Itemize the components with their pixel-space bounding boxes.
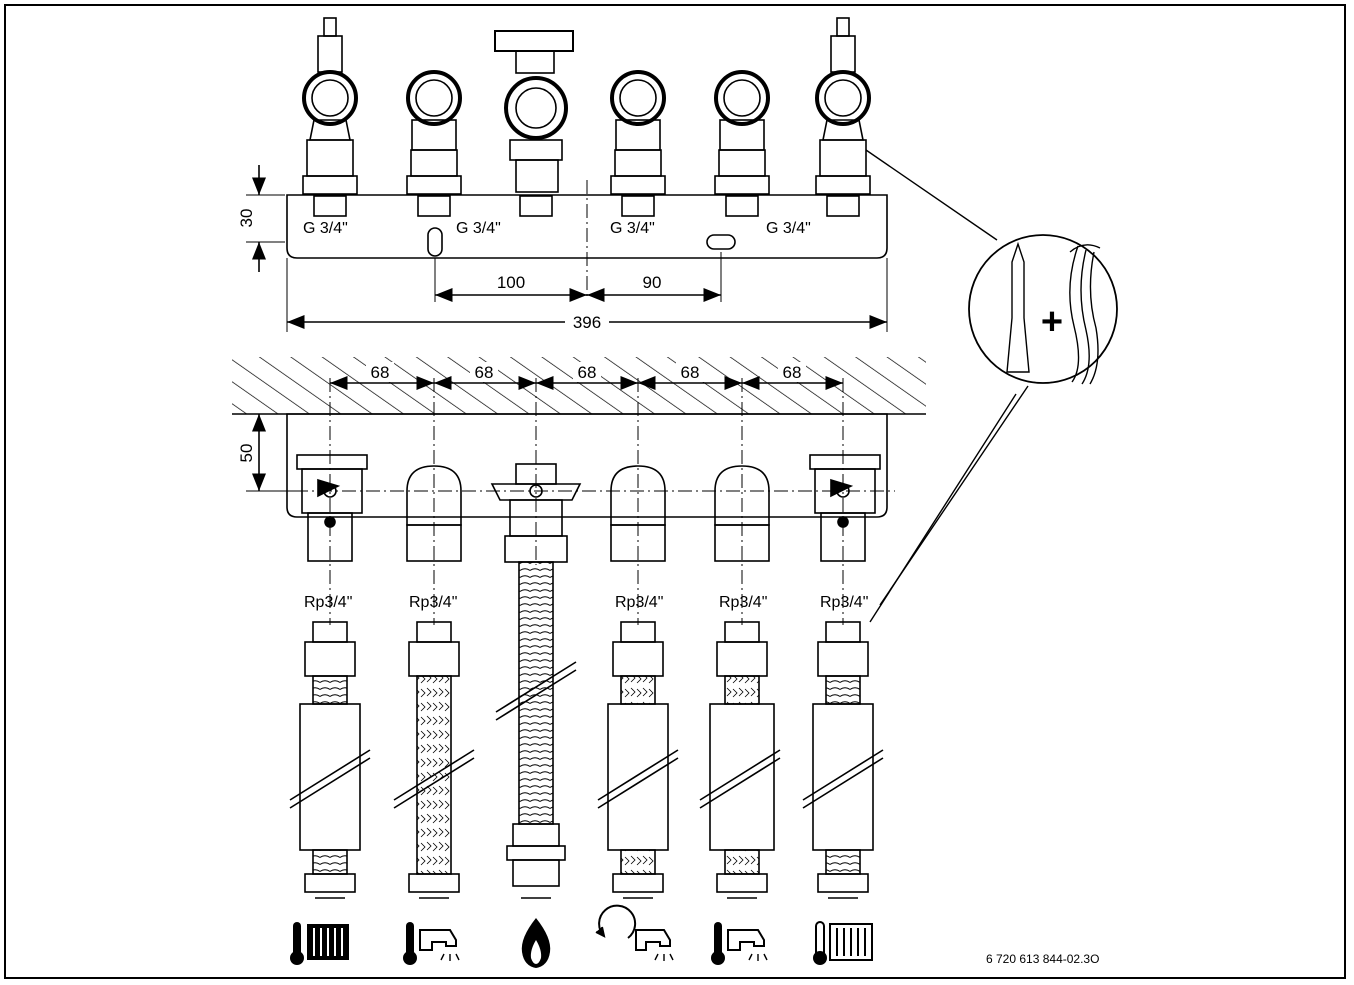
dim-height-top: 30 xyxy=(237,209,256,228)
mounting-plate-front xyxy=(286,413,888,518)
hose-3-gas xyxy=(495,561,577,899)
sealant-callout xyxy=(865,149,1118,623)
thread-label-bottom-5: Rp3/4" xyxy=(820,594,868,611)
hose-4 xyxy=(597,621,679,899)
slot-horizontal xyxy=(706,234,736,250)
thread-label-top-1: G 3/4" xyxy=(303,220,348,237)
cap-4 xyxy=(610,465,666,562)
valve-heating-return xyxy=(809,454,881,562)
thread-label-bottom-2: Rp3/4" xyxy=(409,594,457,611)
front-view xyxy=(246,375,895,899)
fitting-2 xyxy=(406,70,462,217)
mounting-plate-top xyxy=(286,194,888,259)
fitting-6 xyxy=(815,17,871,217)
dim-span-left: 100 xyxy=(497,273,525,292)
cold-water-inlet-icon xyxy=(711,922,768,965)
circulation-icon xyxy=(595,904,674,961)
slot-vertical xyxy=(427,227,443,257)
dim-height-bottom: 50 xyxy=(237,444,256,463)
hose-1 xyxy=(289,621,371,899)
top-view xyxy=(246,17,888,332)
dim-span-right: 90 xyxy=(643,273,662,292)
plus-sign: + xyxy=(1041,301,1063,343)
dim-spacing-5: 68 xyxy=(783,363,802,382)
gas-flame-icon xyxy=(521,918,551,968)
fitting-3-gas xyxy=(494,30,574,217)
dim-spacing-2: 68 xyxy=(475,363,494,382)
figure-code: 6 720 613 844-02.3O xyxy=(986,952,1099,966)
hose-6 xyxy=(802,621,884,899)
heating-flow-icon xyxy=(290,922,349,965)
sealant-tube-icon xyxy=(1006,241,1030,373)
fitting-5 xyxy=(714,70,770,217)
hot-water-outlet-icon xyxy=(403,922,460,965)
valve-gas xyxy=(490,463,582,563)
hemp-fiber-icon xyxy=(1069,244,1101,385)
thread-label-bottom-1: Rp3/4" xyxy=(304,594,352,611)
dim-spacing-3: 68 xyxy=(578,363,597,382)
dim-overall-width: 396 xyxy=(573,313,601,332)
hose-5 xyxy=(699,621,781,899)
dim-spacing-4: 68 xyxy=(681,363,700,382)
fitting-1 xyxy=(302,17,358,217)
dim-spacing-1: 68 xyxy=(371,363,390,382)
heating-return-icon xyxy=(813,921,873,965)
cap-5 xyxy=(714,465,770,562)
figure-frame xyxy=(4,4,1346,979)
valve-heating-flow xyxy=(296,454,368,562)
cap-2 xyxy=(406,465,462,562)
fitting-4 xyxy=(610,70,666,217)
thread-label-bottom-3: Rp3/4" xyxy=(615,594,663,611)
hose-2 xyxy=(393,621,475,899)
thread-label-top-3: G 3/4" xyxy=(610,220,655,237)
thread-label-top-2: G 3/4" xyxy=(456,220,501,237)
thread-label-top-4: G 3/4" xyxy=(766,220,811,237)
thread-label-bottom-4: Rp3/4" xyxy=(719,594,767,611)
